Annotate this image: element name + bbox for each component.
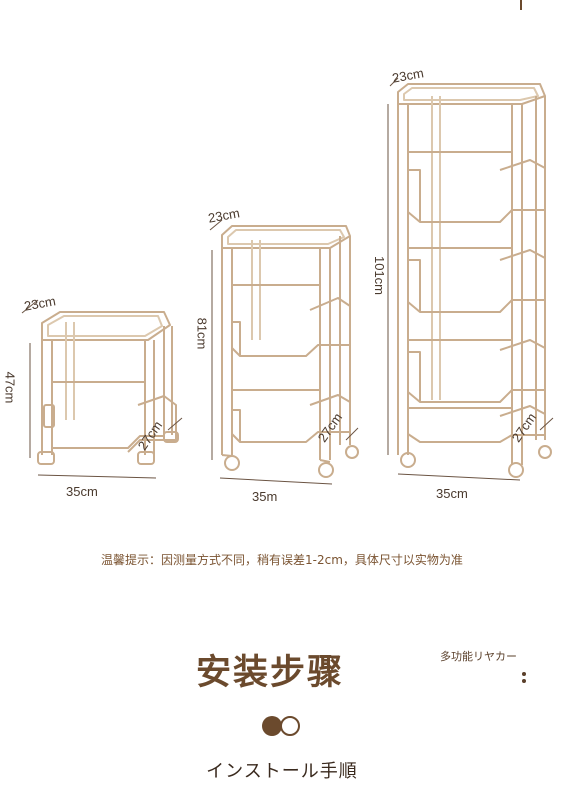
step-indicator-dots [262, 716, 302, 736]
filled-circle-icon [262, 716, 282, 736]
cart-dimension-diagram: 23cm 47cm 35cm 27cm 23cm 81cm 35m 27cm 2… [0, 60, 564, 520]
medium-cart-width-label: 35m [252, 489, 278, 504]
carts-illustration [21, 77, 554, 485]
top-edge-mark [520, 0, 522, 10]
product-subtitle: 多功能リヤカー [440, 650, 517, 663]
large-cart-width-label: 35cm [436, 486, 468, 501]
installation-steps-title: 安装步骤 [196, 653, 345, 693]
medium-cart-height-label: 81cm [194, 317, 210, 350]
large-cart-drawing [397, 83, 552, 478]
small-cart-height-label: 47cm [2, 371, 18, 404]
medium-cart-drawing [221, 225, 359, 478]
small-cart-width-label: 35cm [66, 484, 98, 499]
small-cart-drawing [37, 311, 179, 465]
measurement-notice: 温馨提示：因测量方式不同，稍有误差1-2cm，具体尺寸以实物为准 [101, 553, 463, 567]
colon-decoration [522, 672, 526, 686]
large-cart-height-label: 101cm [372, 255, 388, 296]
outline-circle-icon [280, 716, 300, 736]
installation-procedure-label: インストール手順 [206, 761, 358, 782]
